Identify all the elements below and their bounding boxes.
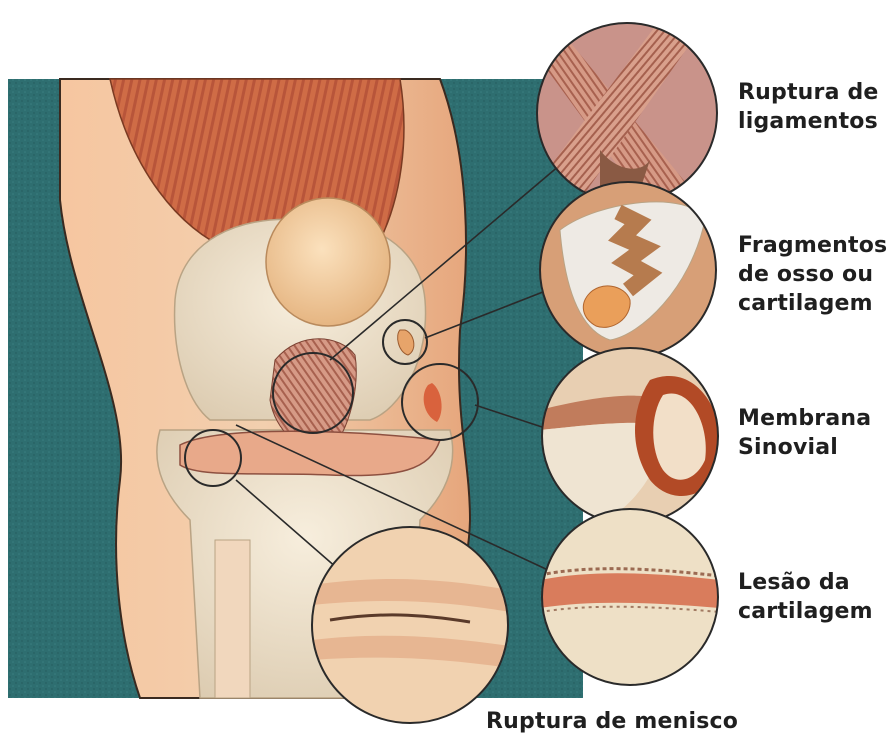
label-ruptura-menisco-line1: Ruptura de menisco — [486, 707, 738, 736]
label-fragmentos-line1: Fragmentos — [738, 231, 887, 260]
label-lesao-cartilagem: Lesão da cartilagem — [738, 568, 873, 626]
inset-meniscus-tear — [312, 527, 510, 723]
fibula-bone — [215, 540, 250, 698]
label-fragmentos-line2: de osso ou — [738, 260, 887, 289]
label-fragmentos: Fragmentos de osso ou cartilagem — [738, 231, 887, 318]
meniscus — [180, 431, 440, 475]
label-membrana-sinovial-line2: Sinovial — [738, 433, 871, 462]
label-lesao-cartilagem-line1: Lesão da — [738, 568, 873, 597]
label-ruptura-menisco: Ruptura de menisco — [486, 707, 738, 736]
label-ruptura-ligamentos-line2: ligamentos — [738, 107, 879, 136]
label-lesao-cartilagem-line2: cartilagem — [738, 597, 873, 626]
label-membrana-sinovial: Membrana Sinovial — [738, 404, 871, 462]
label-ruptura-ligamentos: Ruptura de ligamentos — [738, 78, 879, 136]
label-fragmentos-line3: cartilagem — [738, 289, 887, 318]
patella — [266, 198, 390, 326]
label-ruptura-ligamentos-line1: Ruptura de — [738, 78, 879, 107]
label-membrana-sinovial-line1: Membrana — [738, 404, 871, 433]
